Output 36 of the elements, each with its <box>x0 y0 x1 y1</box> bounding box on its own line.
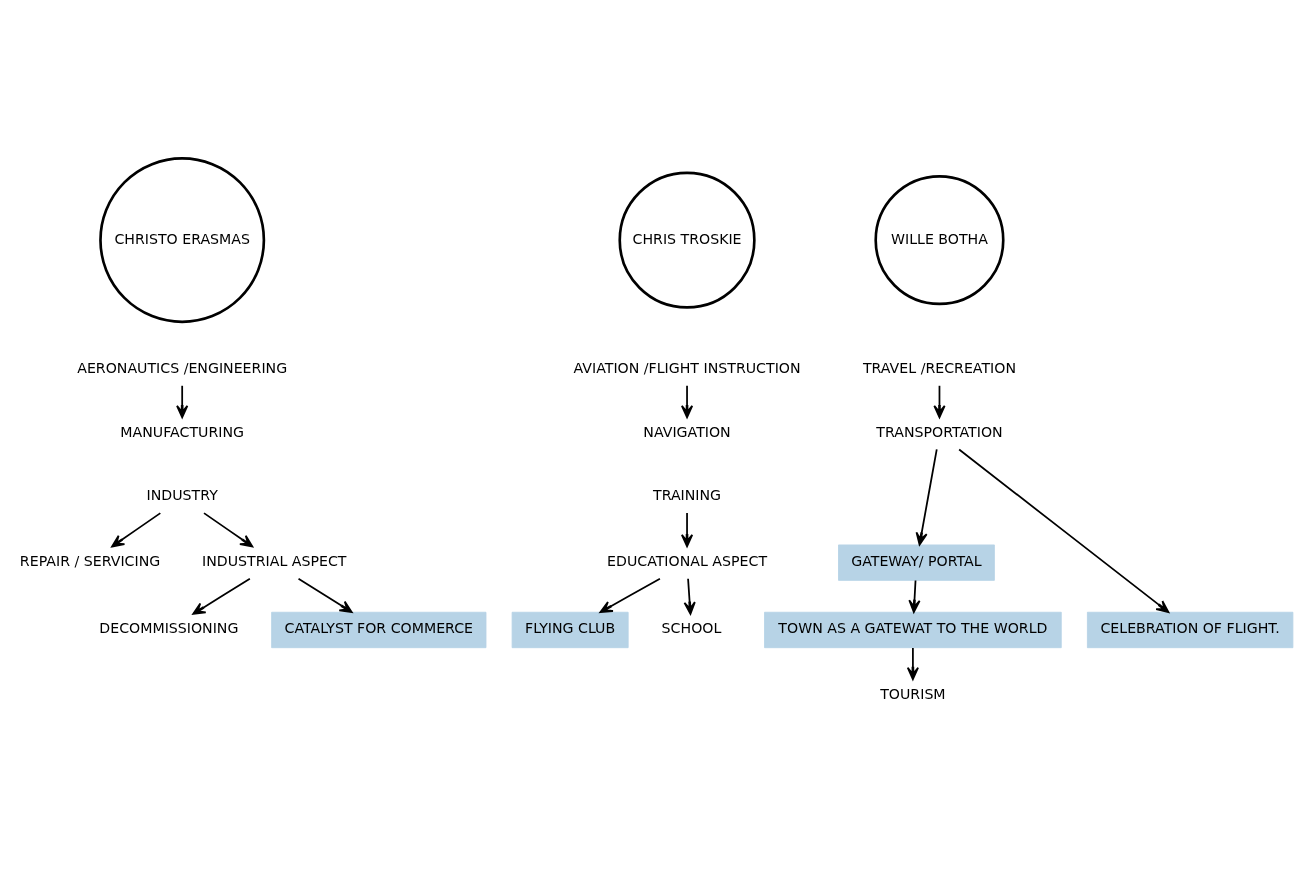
node-text: DECOMMISSIONING <box>99 620 239 637</box>
arrow <box>192 577 251 615</box>
node-text: NAVIGATION <box>643 423 731 440</box>
arrow <box>680 512 694 548</box>
node-text: REPAIR / SERVICING <box>19 553 161 570</box>
node-text: AERONAUTICS /ENGINEERING <box>77 359 288 376</box>
node-text: TRAINING <box>653 487 722 504</box>
node-box: FLYING CLUB <box>511 611 629 649</box>
node-box: CELEBRATION OF FLIGHT. <box>1086 611 1294 649</box>
arrow <box>176 384 189 419</box>
arrow <box>683 577 696 615</box>
node-circle: CHRISTO ERASMAS <box>99 157 266 324</box>
node-text: SCHOOL <box>661 620 722 637</box>
arrow <box>906 647 919 681</box>
node-text: AVIATION /FLIGHT INSTRUCTION <box>573 359 801 376</box>
arrow <box>111 512 162 548</box>
node-box: TOWN AS A GATEWAT TO THE WORLD <box>764 611 1062 649</box>
arrow <box>958 448 1170 614</box>
node-box: GATEWAY/ PORTAL <box>838 544 995 581</box>
node-text: TRANSPORTATION <box>876 423 1003 440</box>
node-box: CATALYST FOR COMMERCE <box>271 611 487 649</box>
arrow <box>908 579 921 613</box>
node-circle: WILLE BOTHA <box>874 175 1005 306</box>
arrow <box>933 384 946 419</box>
node-circle: CHRIS TROSKIE <box>618 171 756 309</box>
node-text: TRAVEL /RECREATION <box>862 359 1017 376</box>
arrow <box>297 577 353 613</box>
arrow <box>915 448 938 546</box>
node-text: INDUSTRY <box>146 487 218 504</box>
arrow <box>203 512 254 548</box>
node-text: MANUFACTURING <box>120 423 244 440</box>
arrow <box>599 577 661 613</box>
node-text: TOURISM <box>880 685 946 702</box>
node-text: EDUCATIONAL ASPECT <box>607 553 768 570</box>
arrow <box>680 384 694 419</box>
node-text: INDUSTRIAL ASPECT <box>202 553 347 570</box>
